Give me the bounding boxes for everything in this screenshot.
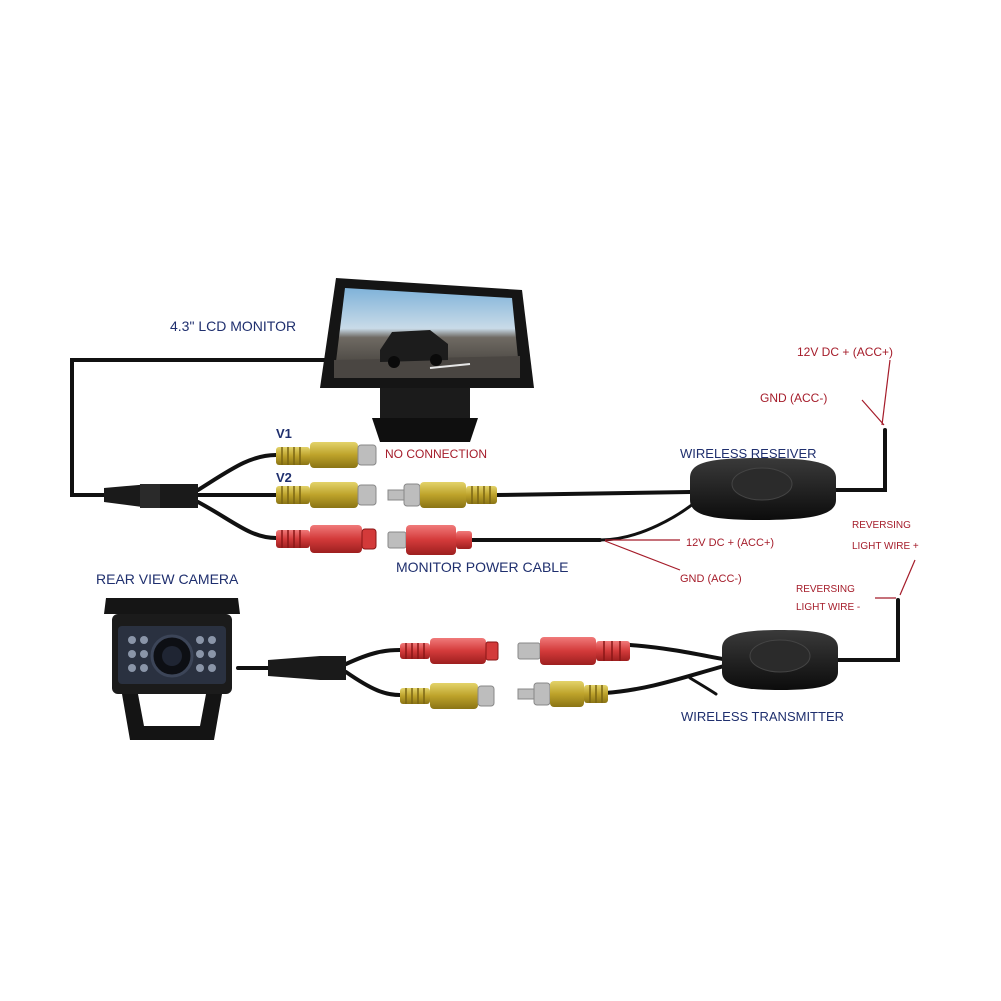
pointer-receiver-gnd [861, 399, 885, 426]
pointer-lines [604, 359, 916, 599]
transmitter-red-male [517, 637, 630, 665]
labels: 4.3" LCD MONITOR V1 V2 NO CONNECTION MON… [96, 318, 919, 724]
reversing-minus-label-2: LIGHT WIRE - [796, 602, 860, 613]
rear-view-camera [104, 598, 240, 740]
monitor-power-cable-label: MONITOR POWER CABLE [396, 559, 568, 575]
receiver-label: WIRELESS RESEIVER [680, 446, 817, 461]
v1-label: V1 [276, 426, 292, 441]
receiver-video-cable [495, 490, 692, 497]
transmitter-red-lead [628, 643, 730, 662]
splitter-branch-v1 [196, 453, 278, 492]
splitter-branch-power [196, 500, 278, 540]
power-female-red [276, 525, 377, 553]
receiver-rca-male-yellow [387, 482, 497, 508]
pointer-gnd-power [604, 540, 681, 571]
power-plug-male-red [387, 525, 472, 555]
lcd-monitor [320, 278, 534, 442]
no-connection-label: NO CONNECTION [385, 447, 487, 461]
v2-label: V2 [276, 470, 292, 485]
camera-label: REAR VIEW CAMERA [96, 571, 239, 587]
receiver-12v-label: 12V DC + (ACC+) [797, 345, 893, 359]
wireless-receiver [690, 458, 836, 520]
camera-branch-red [344, 648, 402, 666]
rca-v2-female-yellow [276, 482, 377, 508]
pointer-reversing-plus [899, 559, 916, 596]
camera-yellow-female [400, 683, 495, 709]
receiver-feed [598, 498, 700, 542]
power-12v-label: 12V DC + (ACC+) [686, 537, 774, 549]
transmitter-yellow-male [517, 681, 608, 707]
reversing-plus-label-2: LIGHT WIRE + [852, 541, 919, 552]
monitor-splitter [104, 484, 198, 508]
rca-v1-female-yellow [276, 442, 377, 468]
transmitter-ground-lead [688, 676, 718, 696]
reversing-plus-label-1: REVERSING [852, 520, 911, 531]
camera-splitter [268, 656, 346, 680]
pointer-receiver-12v [881, 359, 891, 426]
power-gnd-label: GND (ACC-) [680, 573, 742, 585]
monitor-cable [70, 358, 327, 497]
reversing-minus-label-1: REVERSING [796, 584, 855, 595]
transmitter-yellow-lead [603, 663, 730, 695]
wireless-transmitter [722, 630, 838, 690]
cables [70, 358, 900, 697]
camera-branch-yellow [344, 670, 402, 697]
transmitter-power-lead [834, 598, 900, 662]
monitor-label: 4.3" LCD MONITOR [170, 318, 296, 334]
transmitter-label: WIRELESS TRANSMITTER [681, 709, 844, 724]
camera-red-female [400, 638, 499, 664]
receiver-power-lead [833, 428, 887, 492]
receiver-gnd-label: GND (ACC-) [760, 391, 827, 405]
